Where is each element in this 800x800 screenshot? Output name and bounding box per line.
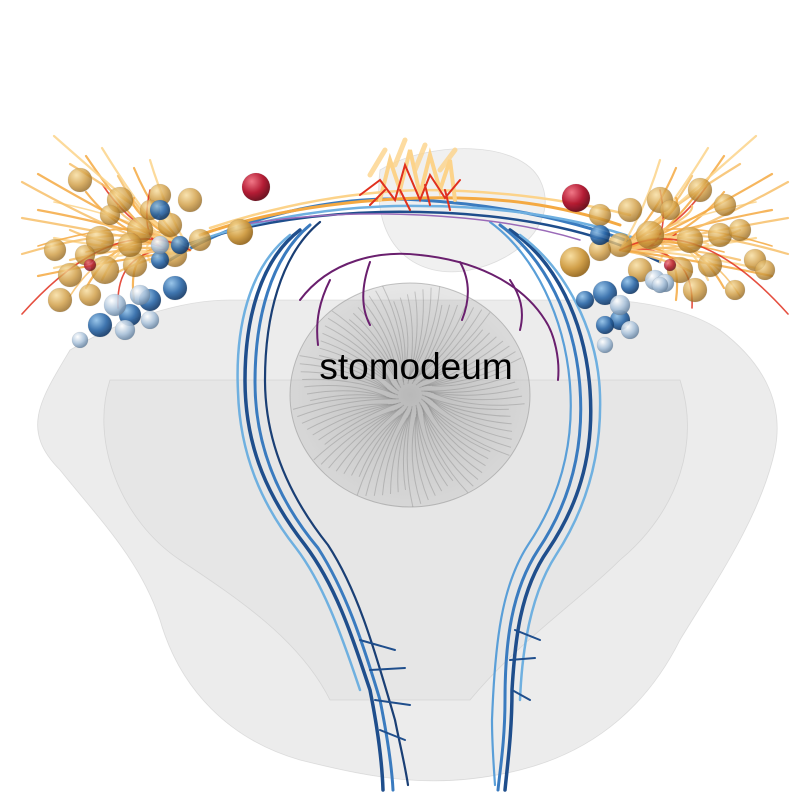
neuron-tracts xyxy=(236,220,602,792)
purple-neuron xyxy=(299,252,560,381)
stomodeum-shape xyxy=(289,282,531,508)
cell-bodies xyxy=(43,167,776,354)
apical-tuft xyxy=(359,137,461,211)
stomodeum-label: stomodeum xyxy=(319,346,513,387)
